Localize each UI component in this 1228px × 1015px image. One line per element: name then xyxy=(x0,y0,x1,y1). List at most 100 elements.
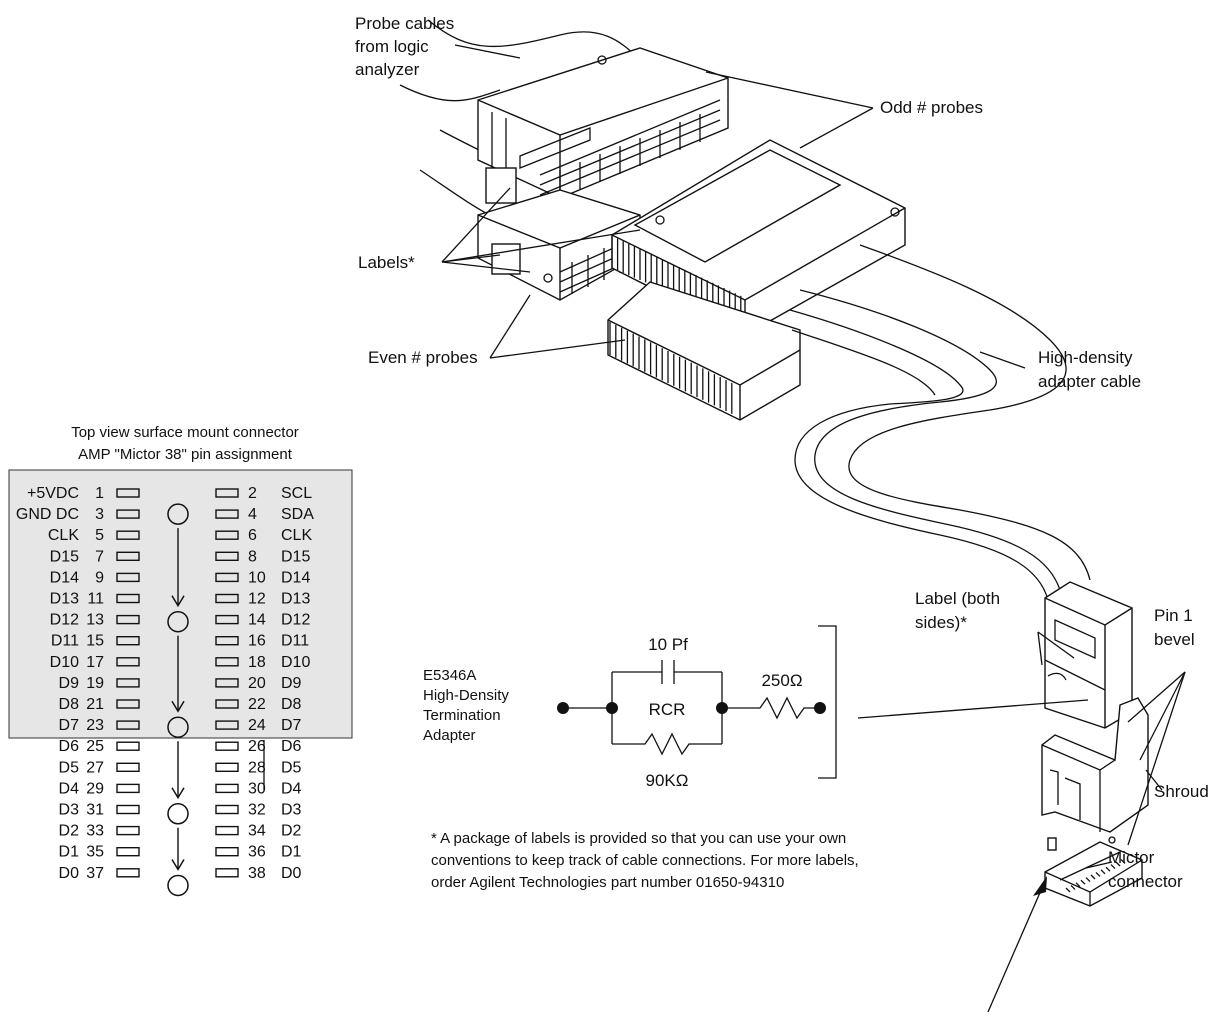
pinout-title: Top view surface mount connector AMP "Mi… xyxy=(71,424,299,463)
pin-number-left: 27 xyxy=(86,759,104,776)
pad-icon xyxy=(116,509,140,519)
pad-icon xyxy=(215,741,239,751)
pin-number-right: 10 xyxy=(248,569,266,586)
pin-signal-left: CLK xyxy=(48,527,79,544)
svg-text:Adapter: Adapter xyxy=(423,727,476,744)
pad-icon xyxy=(215,530,239,540)
pad-icon xyxy=(116,783,140,794)
pinout-panel xyxy=(8,469,353,739)
flow-circle-icon xyxy=(167,503,189,525)
mictor-pin xyxy=(1095,871,1101,877)
svg-text:Mictor: Mictor xyxy=(1108,848,1155,867)
mictor-pin xyxy=(1120,858,1126,864)
mictor-pin xyxy=(1100,869,1106,875)
pad-icon xyxy=(215,804,239,815)
pad-icon xyxy=(116,847,140,857)
pin-signal-left: D12 xyxy=(50,612,79,629)
pin-number-right: 24 xyxy=(248,717,266,734)
callout-label-both-sides: Label (both sides)* xyxy=(915,589,1000,632)
svg-text:order Agilent Technologies par: order Agilent Technologies part number 0… xyxy=(431,874,784,891)
pin-signal-right: CLK xyxy=(281,527,312,544)
high-density-adapter-cable xyxy=(789,244,1091,601)
pin-number-left: 15 xyxy=(86,633,104,650)
pin-signal-left: D0 xyxy=(59,865,80,882)
pin-flow xyxy=(167,503,189,897)
parallel-resistor-value: 90KΩ xyxy=(646,771,689,790)
pin-number-right: 2 xyxy=(248,485,257,502)
svg-text:AMP "Mictor 38" pin assignment: AMP "Mictor 38" pin assignment xyxy=(78,446,293,463)
pin-signal-left: D3 xyxy=(59,802,80,819)
svg-text:conventions to keep track of c: conventions to keep track of cable conne… xyxy=(431,852,859,869)
svg-text:* A package of labels is provi: * A package of labels is provided so tha… xyxy=(431,830,846,847)
pin-number-right: 14 xyxy=(248,612,266,629)
pin-number-left: 19 xyxy=(86,675,104,692)
arrow-down-icon xyxy=(171,595,185,608)
cap-value: 10 Pf xyxy=(648,635,688,654)
mictor-pin xyxy=(1110,864,1116,870)
pin-signal-right: D7 xyxy=(281,717,302,734)
mictor-pin xyxy=(1070,884,1076,890)
pad-icon xyxy=(215,509,239,519)
arrow-down-icon xyxy=(171,787,185,800)
pin-signal-right: D6 xyxy=(281,738,302,755)
svg-text:Top view surface mount connect: Top view surface mount connector xyxy=(71,424,299,441)
pad-icon xyxy=(116,657,140,667)
pad-icon xyxy=(215,614,239,625)
callout-shroud: Shroud xyxy=(1154,782,1209,801)
pad-icon xyxy=(116,593,140,604)
pin-number-right: 20 xyxy=(248,675,266,692)
pad-icon xyxy=(116,741,140,751)
pin-signal-right: D9 xyxy=(281,675,302,692)
svg-text:from logic: from logic xyxy=(355,37,429,56)
pad-icon xyxy=(215,593,239,604)
pin-signal-left: D9 xyxy=(59,675,80,692)
circuit-title: E5346A High-Density Termination Adapter xyxy=(423,667,509,744)
mictor-connector xyxy=(1044,836,1143,907)
svg-text:High-density: High-density xyxy=(1038,348,1133,367)
callout-mictor: Mictor connector xyxy=(1108,848,1183,891)
pin-number-left: 3 xyxy=(95,506,104,523)
svg-text:Pin 1: Pin 1 xyxy=(1154,606,1193,625)
pin-number-right: 12 xyxy=(248,591,266,608)
mictor-pin xyxy=(1090,874,1096,880)
pin-signal-right: D0 xyxy=(281,865,302,882)
pin-number-right: 34 xyxy=(248,823,266,840)
pin-signal-left: +5VDC xyxy=(27,485,79,502)
pin-number-left: 25 xyxy=(86,738,104,755)
callout-odd-probes: Odd # probes xyxy=(880,98,983,117)
pad-icon xyxy=(215,868,239,878)
pad-icon xyxy=(116,614,140,625)
pin-signal-right: D8 xyxy=(281,696,302,713)
pin-number-left: 9 xyxy=(95,569,104,586)
pin-number-left: 33 xyxy=(86,823,104,840)
pin-signal-left: D10 xyxy=(50,654,79,671)
pin-number-left: 1 xyxy=(95,485,104,502)
pad-icon xyxy=(215,699,239,709)
pin-number-right: 38 xyxy=(248,865,266,882)
pin-number-right: 16 xyxy=(248,633,266,650)
callout-pin1-bevel: Pin 1 bevel xyxy=(1154,606,1195,649)
pin-number-right: 4 xyxy=(248,506,257,523)
pin-number-right: 22 xyxy=(248,696,266,713)
pin-signal-left: D5 xyxy=(59,759,80,776)
svg-text:connector: connector xyxy=(1108,872,1183,891)
rcr-label: RCR xyxy=(649,700,686,719)
pin-number-right: 18 xyxy=(248,654,266,671)
pin-signal-right: SDA xyxy=(281,506,314,523)
pin-signal-right: D13 xyxy=(281,591,310,608)
callout-hd-cable: High-density adapter cable xyxy=(1038,348,1141,391)
pin-signal-right: SCL xyxy=(281,485,312,502)
mictor-pin xyxy=(1085,877,1091,883)
pin-signal-left: D6 xyxy=(59,738,80,755)
cable-end-connector xyxy=(1044,581,1133,729)
